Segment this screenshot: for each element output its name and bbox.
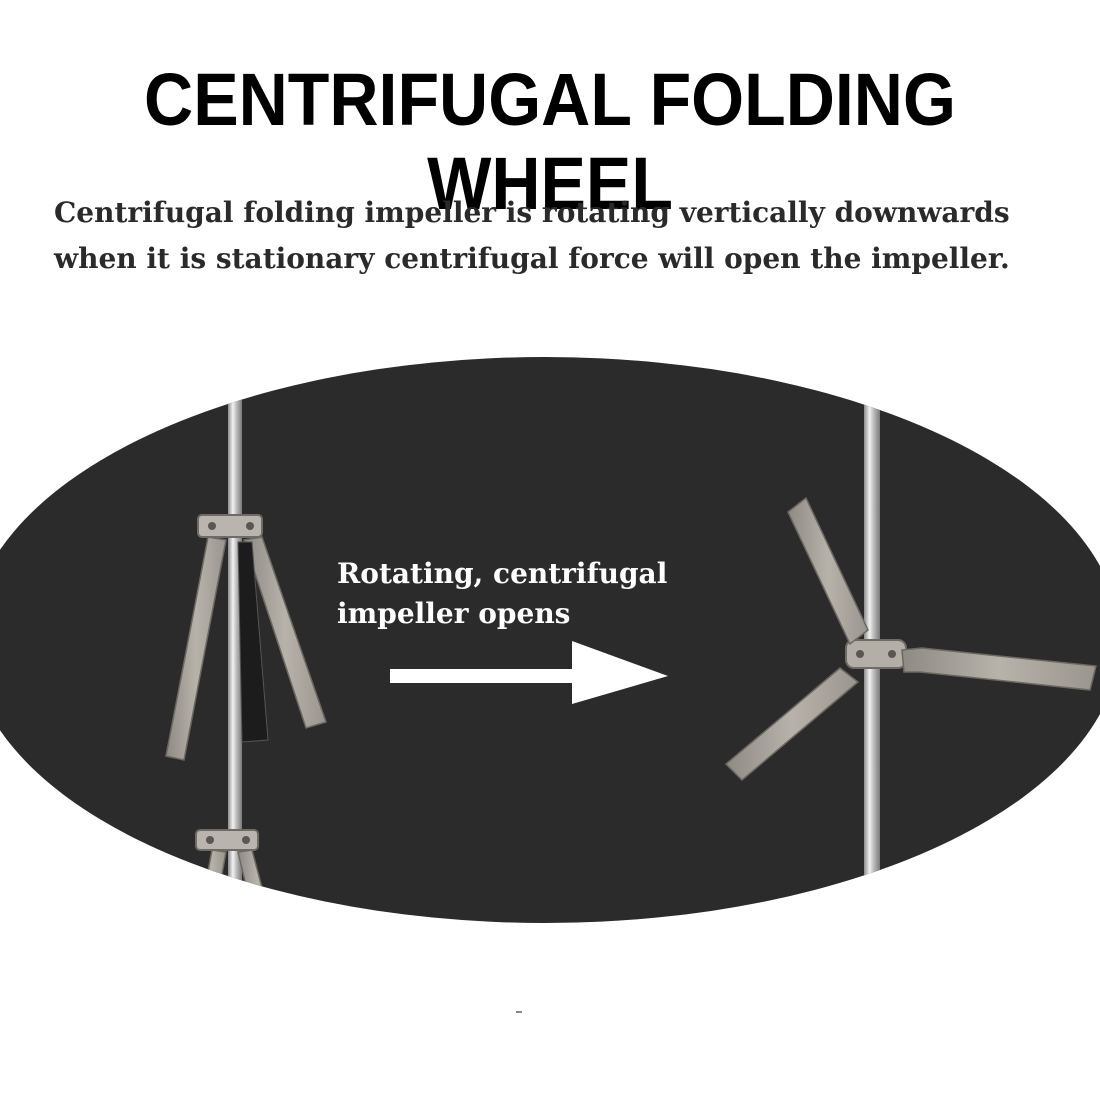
open-impeller-icon [724,357,1097,923]
description-text: Centrifugal folding impeller is rotating… [54,190,1064,282]
speck [516,1011,522,1013]
left-lower-hub [195,829,259,851]
left-shaft [228,357,242,923]
illustration-caption: Rotating, centrifugal impeller opens [337,554,667,634]
left-upper-hub [197,514,263,538]
left-blade-2 [243,536,327,729]
caption-line-2: impeller opens [337,597,571,630]
left-blade-3 [237,541,269,743]
page-title: CENTRIFUGAL FOLDING WHEEL [144,58,956,225]
caption-line-1: Rotating, centrifugal [337,557,668,590]
right-blade-down [724,667,860,782]
right-hub [845,639,907,669]
right-blade-right [901,647,1097,691]
description-line-1: Centrifugal folding impeller is rotating… [54,196,1010,229]
description-line-2: when it is stationary centrifugal force … [54,242,1010,275]
right-arrow-icon [390,641,668,704]
folded-impeller-icon [165,357,327,923]
right-blade-up [787,496,869,646]
dark-oval-backdrop [0,357,1100,923]
left-blade-1 [165,536,227,761]
